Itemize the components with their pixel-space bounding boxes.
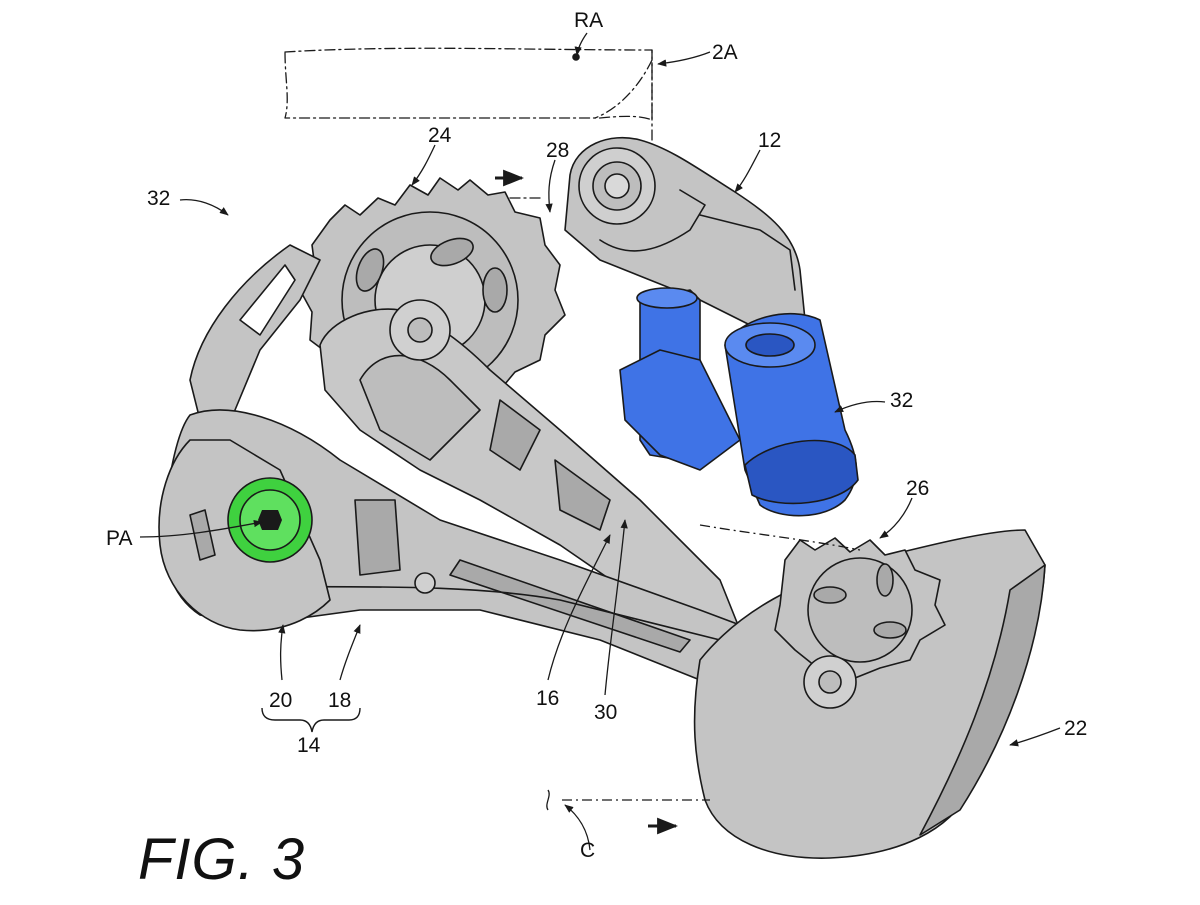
center-line-break xyxy=(546,789,550,811)
torx-socket xyxy=(258,510,282,530)
label-32-left: 32 xyxy=(147,187,171,210)
leader-ra xyxy=(574,32,588,56)
lower-sprocket-cutout xyxy=(876,563,894,597)
figure-title: FIG. 3 xyxy=(138,827,306,892)
cage-arm-window xyxy=(354,499,401,576)
leader-32-right xyxy=(834,400,886,413)
lower-sprocket-cutout xyxy=(873,621,907,639)
leader-2a xyxy=(657,51,711,67)
label-30: 30 xyxy=(594,701,618,724)
leader-24 xyxy=(411,144,436,186)
label-26: 26 xyxy=(906,477,930,500)
base-link-detail xyxy=(599,189,706,252)
label-c: C xyxy=(580,839,596,862)
label-ra: RA xyxy=(574,9,604,32)
leader-c xyxy=(564,804,591,851)
base-bolt-inner xyxy=(604,173,630,199)
label-20: 20 xyxy=(269,689,293,712)
base-link-detail-2 xyxy=(699,214,796,291)
upper-sprocket-cutout xyxy=(355,248,385,292)
pivot-slot xyxy=(189,509,216,561)
label-18: 18 xyxy=(328,689,352,712)
label-14: 14 xyxy=(297,734,321,757)
label-28: 28 xyxy=(546,139,570,162)
leader-30 xyxy=(604,519,628,696)
lower-sprocket-cutout xyxy=(813,586,847,604)
upper-sprocket-cutout xyxy=(430,237,474,267)
outer-plate-window xyxy=(239,264,296,336)
label-pa: PA xyxy=(106,527,133,550)
leader-16 xyxy=(547,534,611,681)
leader-18 xyxy=(339,624,361,681)
guide-pivot-bolt-inner xyxy=(407,317,433,343)
label-2a: 2A xyxy=(712,41,738,64)
chain-line-lower xyxy=(699,524,861,551)
motor-housing xyxy=(619,349,741,471)
lower-pulley-bolt-inner xyxy=(818,670,842,694)
motor-front-ring xyxy=(744,439,859,505)
chain-guide-window-3 xyxy=(554,459,611,531)
label-24: 24 xyxy=(428,124,452,147)
leader-22 xyxy=(1009,727,1061,747)
motor-rod-top xyxy=(636,287,698,309)
leader-20 xyxy=(278,624,286,681)
label-22: 22 xyxy=(1064,717,1088,740)
leader-12 xyxy=(734,149,761,193)
leader-32-left xyxy=(179,199,229,216)
cover-edge-shadow xyxy=(919,564,1046,836)
small-pin xyxy=(414,572,436,594)
lower-sprocket-hub xyxy=(807,557,913,663)
frame-outline-dashed xyxy=(284,47,653,121)
label-32-right: 32 xyxy=(890,389,914,412)
chain-guide-window-2 xyxy=(489,399,541,471)
motor-end-cap-inner xyxy=(745,333,795,357)
brace-14 xyxy=(261,707,361,733)
ra-point xyxy=(572,53,580,61)
leader-28 xyxy=(545,159,556,213)
leader-pa xyxy=(139,519,263,538)
label-12: 12 xyxy=(758,129,782,152)
label-16: 16 xyxy=(536,687,560,710)
upper-sprocket-cutout xyxy=(482,267,508,313)
leader-26 xyxy=(879,497,913,539)
frame-curve-line xyxy=(594,59,653,119)
outer-plate xyxy=(189,244,321,461)
